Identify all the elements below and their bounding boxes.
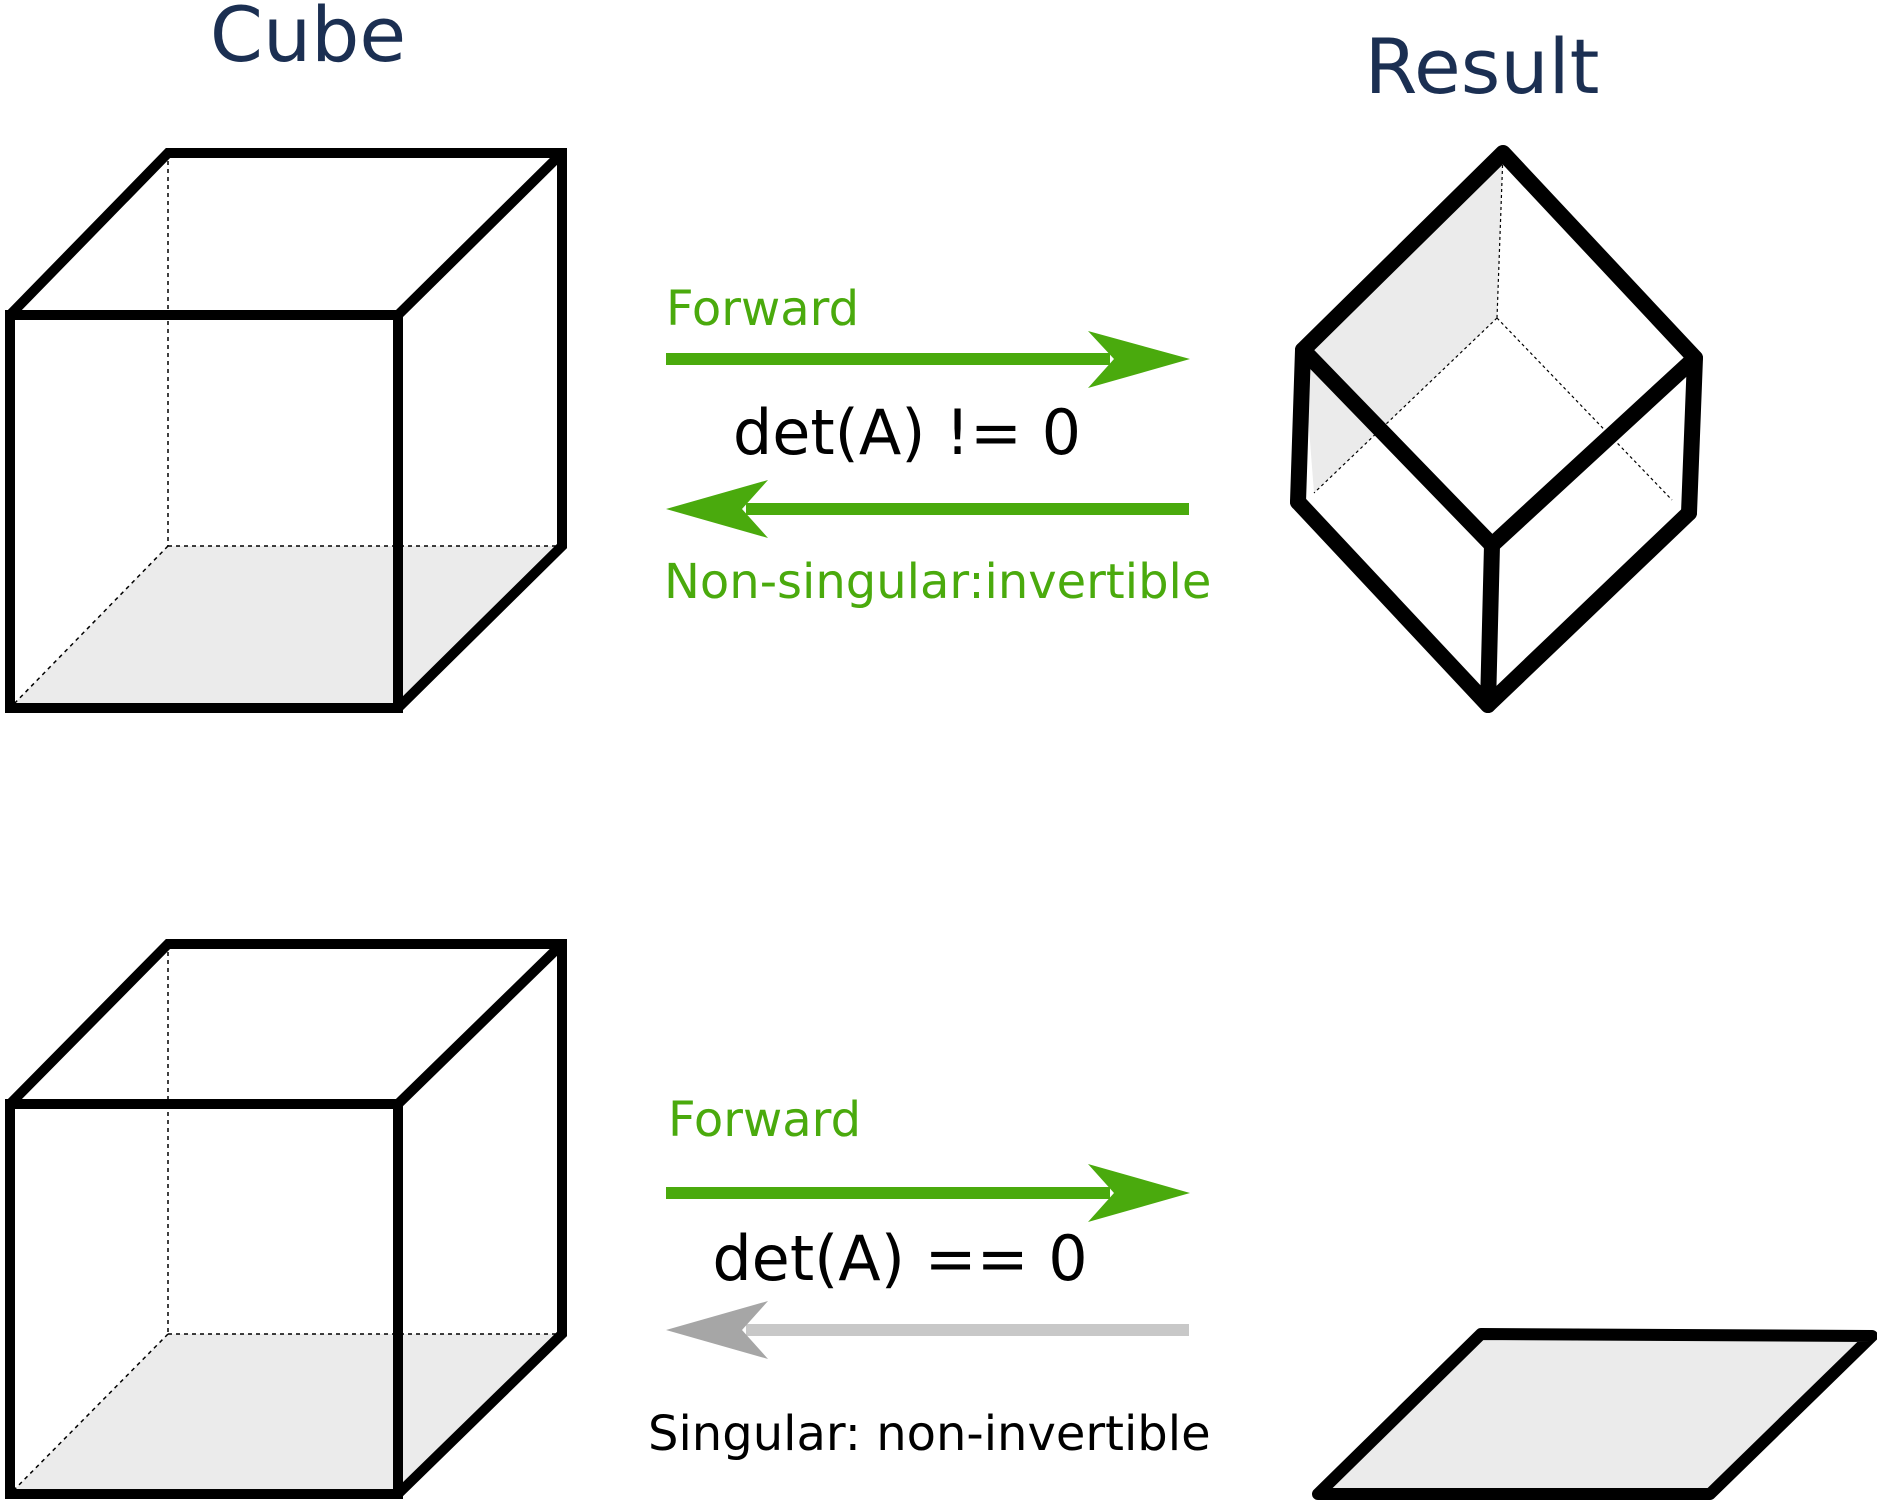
top-cube-visible-edges — [5, 148, 567, 713]
bottom-forward-label: Forward — [668, 1092, 861, 1148]
transformed-cube — [1290, 145, 1703, 713]
transformed-cube-visible-edges — [1290, 145, 1703, 713]
flattened-plane — [1312, 1328, 1877, 1500]
heading-result: Result — [1365, 22, 1600, 111]
bottom-backward-arrow — [666, 1301, 1189, 1359]
top-forward-label: Forward — [666, 281, 859, 337]
top-condition: det(A) != 0 — [733, 396, 1081, 469]
bottom-cube-hidden-edges — [9, 944, 562, 1495]
top-cube-hidden-edges — [9, 153, 562, 709]
heading-cube: Cube — [210, 0, 406, 79]
bottom-cube-bottom-face — [10, 1334, 562, 1494]
top-backward-arrow — [666, 480, 1189, 538]
bottom-cube — [5, 939, 567, 1499]
top-backward-label: Non-singular:invertible — [664, 554, 1211, 610]
bottom-condition: det(A) == 0 — [712, 1222, 1087, 1295]
bottom-backward-label: Singular: non-invertible — [648, 1406, 1211, 1462]
top-cube — [5, 148, 567, 713]
transformed-cube-hidden-edges — [1313, 152, 1673, 501]
bottom-cube-visible-edges — [5, 939, 567, 1499]
top-forward-arrow — [666, 331, 1190, 388]
top-cube-bottom-face — [10, 546, 562, 708]
bottom-forward-arrow — [666, 1164, 1190, 1222]
